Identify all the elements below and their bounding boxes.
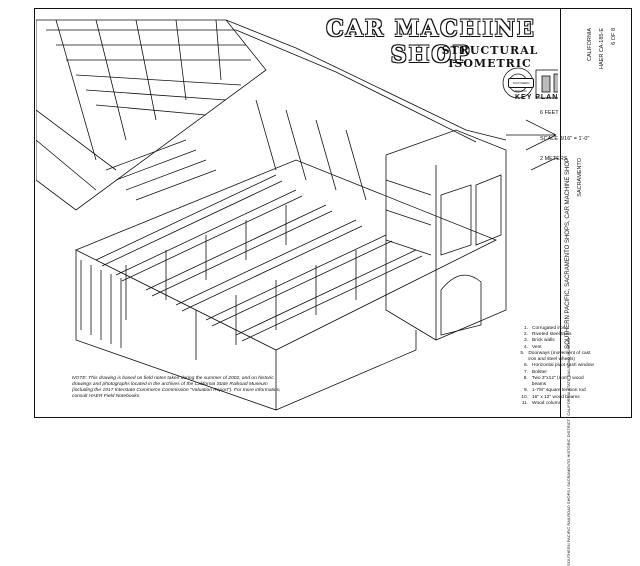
- historical-note: NOTE: This drawing is based on field not…: [72, 376, 281, 400]
- drawing-title: CAR MACHINE SHOP: [326, 16, 536, 68]
- legend-item-number: 7.: [523, 369, 528, 375]
- scale-bar-label: SCALE 3/16" = 1'-0": [540, 136, 590, 142]
- legend-item-text: Corrugated iron: [532, 326, 566, 331]
- legend-item-text: Two 3"x12" (nom.) wood beams: [531, 375, 584, 388]
- legend-item-text: Vent: [532, 344, 542, 350]
- legend-item-number: 3.: [523, 338, 528, 344]
- sidebar-project: SOUTHERN PACIFIC, SACRAMENTO SHOPS, CAR …: [565, 158, 571, 349]
- legend-item: 8.Two 3"x12" (nom.) wood beams: [518, 376, 598, 388]
- scale-top-label: 6 FEET: [540, 110, 559, 116]
- scale-block: 6 FEET SCALE 3/16" = 1'-0" 2 METERS: [540, 110, 620, 162]
- legend-item: 1. Corrugated iron: [518, 326, 598, 332]
- legend-item-text: Horizontal pivot sash window: [532, 363, 594, 369]
- legend-item-number: 4.: [523, 344, 528, 350]
- legend-item: 10. 16" x 12" wood beams: [518, 395, 598, 401]
- logo-label: SOUTHERN PACIFIC: [508, 78, 534, 93]
- sidebar-haer-no: HAER CA-185-E: [599, 28, 605, 69]
- legend-item-number: 10.: [521, 394, 528, 400]
- legend-item: 6. Horizontal pivot sash window: [518, 363, 598, 369]
- legend-item-number: 11.: [521, 400, 528, 406]
- legend-item: 11. Wood column: [518, 401, 598, 407]
- legend-item: 3. Brick walls: [518, 338, 598, 344]
- legend-item-text: 1-7/8" square tension rod: [532, 388, 586, 394]
- legend-item-text: Riveted steel truss: [532, 332, 572, 338]
- sidebar-state: CALIFORNIA: [587, 28, 593, 62]
- legend-item-number: 9.: [523, 388, 528, 394]
- key-plan-label: KEY PLAN: [515, 94, 559, 101]
- sidebar-county: SACRAMENTO: [577, 158, 583, 197]
- legend-item: 2. Riveted steel truss: [518, 332, 598, 338]
- legend-item-text: Doorways (movement of cast iron and stee…: [528, 350, 591, 363]
- legend-item: 5.Doorways (movement of cast iron and st…: [518, 351, 598, 363]
- legend-item: 7. Bolster: [518, 370, 598, 376]
- legend-item-text: Bolster: [532, 369, 547, 375]
- legend-item-number: 5.: [520, 350, 525, 356]
- legend-item-text: Brick walls: [532, 338, 555, 344]
- legend-item-number: 8.: [523, 375, 528, 381]
- structural-isometric-drawing: [36, 19, 558, 411]
- legend-item-text: 16" x 12" wood beams: [532, 394, 580, 400]
- title-block-sidebar: SOUTHERN PACIFIC, SACRAMENTO SHOPS, CAR …: [560, 8, 632, 566]
- drawing-sheet: [34, 8, 632, 418]
- legend-item-text: Wood column: [532, 400, 562, 406]
- legend-item-number: 2.: [523, 332, 528, 338]
- legend-item: 9. 1-7/8" square tension rod: [518, 388, 598, 394]
- scale-bottom-label: 2 METERS: [540, 156, 568, 162]
- sidebar-sheet: 6 OF 8: [611, 28, 617, 45]
- legend-item: 4. Vent: [518, 345, 598, 351]
- drawing-subtitle: STRUCTURAL ISOMETRIC: [441, 44, 539, 70]
- legend-item-number: 6.: [523, 363, 528, 369]
- sidebar-credits: SOUTHERN PACIFIC RAILROAD SHOPS / SACRAM…: [566, 338, 571, 566]
- legend-item-number: 1.: [523, 326, 528, 331]
